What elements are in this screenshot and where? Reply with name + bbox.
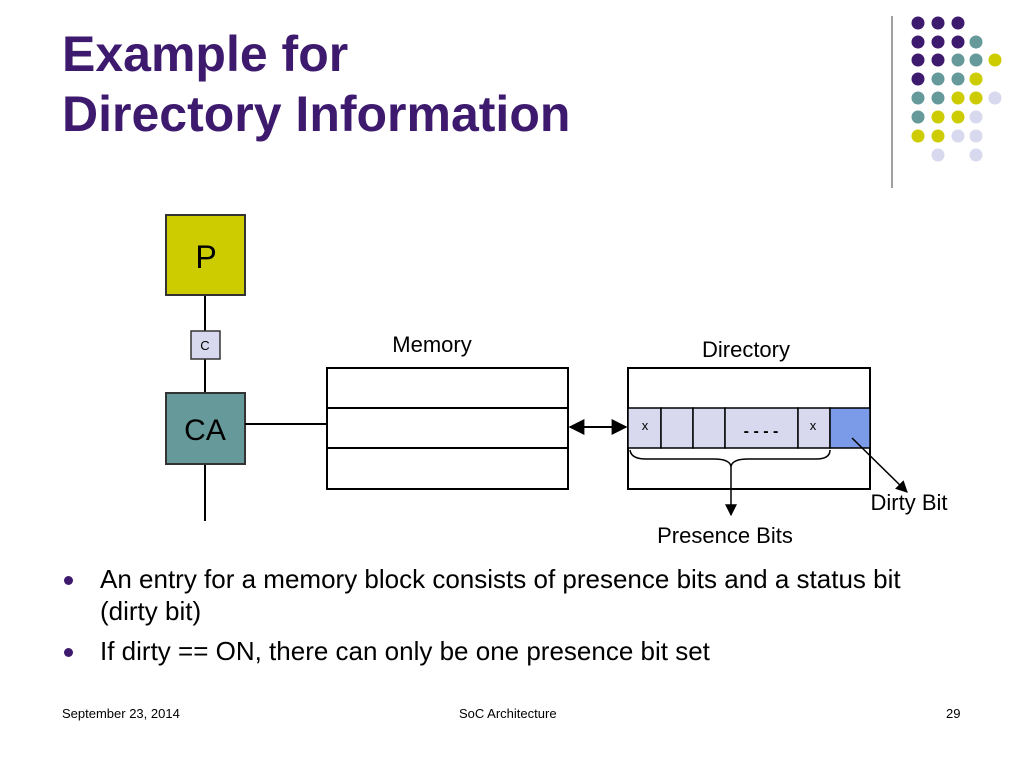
deco-dot bbox=[911, 53, 925, 67]
deco-dot bbox=[931, 91, 945, 105]
memory-label: Memory bbox=[392, 332, 471, 357]
dot-grid-group bbox=[911, 16, 1002, 162]
controller-label: CA bbox=[184, 414, 226, 447]
bullet-text: An entry for a memory block consists of … bbox=[100, 564, 901, 626]
deco-dot bbox=[931, 16, 945, 30]
footer-date: September 23, 2014 bbox=[62, 706, 180, 721]
dirty-bit-arrow bbox=[851, 437, 908, 493]
slide-title: Example for Directory Information bbox=[62, 24, 570, 144]
deco-dot bbox=[951, 129, 965, 143]
presence-bit-cell bbox=[627, 407, 662, 449]
directory-diagram: P C CA Memory Directory x - - - - x Pres… bbox=[165, 214, 948, 548]
slide-title-line-1: Example for bbox=[62, 26, 349, 82]
deco-dot bbox=[969, 129, 983, 143]
deco-dot bbox=[931, 110, 945, 124]
deco-dot bbox=[931, 129, 945, 143]
deco-dot bbox=[988, 91, 1002, 105]
presence-bit-cell bbox=[660, 407, 694, 449]
directory-label: Directory bbox=[702, 337, 790, 362]
presence-bit-mark: x bbox=[642, 418, 649, 433]
processor-box bbox=[165, 214, 246, 296]
deco-dot bbox=[969, 91, 983, 105]
cache-box bbox=[190, 330, 221, 360]
footer-course: SoC Architecture bbox=[459, 706, 557, 721]
slide-title-line-2: Directory Information bbox=[62, 86, 571, 142]
controller-box bbox=[165, 392, 246, 465]
bullet-item: If dirty == ON, there can only be one pr… bbox=[62, 635, 922, 667]
deco-dot bbox=[911, 72, 925, 86]
deco-dot bbox=[988, 53, 1002, 67]
deco-dot bbox=[969, 110, 983, 124]
presence-bit-mark: x bbox=[810, 418, 817, 433]
deco-dot bbox=[911, 35, 925, 49]
footer-page-number: 29 bbox=[946, 706, 961, 721]
deco-dot bbox=[951, 53, 965, 67]
deco-dot bbox=[911, 110, 925, 124]
dirty-bit-label: Dirty Bit bbox=[871, 490, 948, 515]
bullet-list: An entry for a memory block consists of … bbox=[62, 563, 922, 675]
bullet-item: An entry for a memory block consists of … bbox=[62, 563, 922, 627]
deco-dot bbox=[931, 148, 945, 162]
deco-dot bbox=[969, 148, 983, 162]
deco-dot bbox=[969, 35, 983, 49]
deco-dot bbox=[931, 35, 945, 49]
deco-dot bbox=[911, 91, 925, 105]
memory-block bbox=[326, 367, 569, 490]
dirty-bit-cell bbox=[829, 407, 871, 449]
bullet-dot-icon bbox=[64, 648, 73, 657]
decorative-dot-grid bbox=[891, 16, 1002, 188]
bullet-dot-icon bbox=[64, 576, 73, 585]
processor-label: P bbox=[195, 239, 216, 275]
deco-dot bbox=[969, 53, 983, 67]
deco-dot bbox=[931, 72, 945, 86]
presence-bit-mark: - - - - bbox=[744, 423, 779, 440]
deco-dot bbox=[951, 72, 965, 86]
deco-dot bbox=[931, 53, 945, 67]
deco-dot bbox=[951, 110, 965, 124]
deco-dot bbox=[911, 129, 925, 143]
deco-dot bbox=[951, 35, 965, 49]
cache-label: C bbox=[200, 338, 209, 353]
deco-dot bbox=[951, 91, 965, 105]
presence-bit-cell bbox=[797, 407, 831, 449]
deco-dot bbox=[911, 16, 925, 30]
deco-dot bbox=[969, 72, 983, 86]
bullet-text: If dirty == ON, there can only be one pr… bbox=[100, 636, 710, 666]
deco-dot bbox=[951, 16, 965, 30]
presence-bits-label: Presence Bits bbox=[657, 523, 793, 548]
presence-bit-cell bbox=[692, 407, 726, 449]
